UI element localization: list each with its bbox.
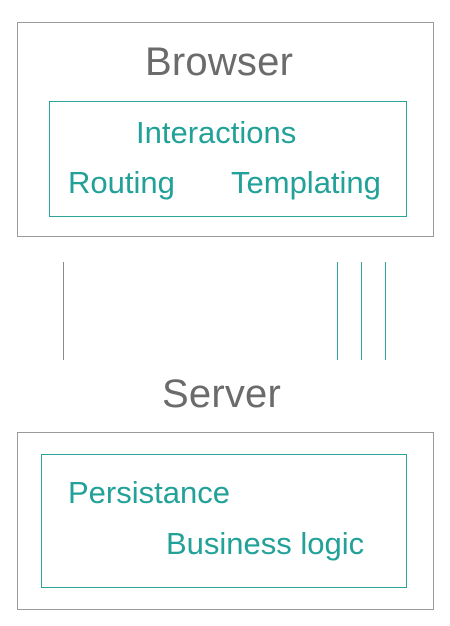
connector-line-gray xyxy=(63,262,64,360)
browser-title: Browser xyxy=(145,40,294,84)
interactions-label: Interactions xyxy=(136,115,297,150)
connector-line-teal-3 xyxy=(385,262,386,360)
server-title: Server xyxy=(162,372,282,416)
templating-label: Templating xyxy=(231,165,381,200)
connector-line-teal-1 xyxy=(337,262,338,360)
connector-line-teal-2 xyxy=(361,262,362,360)
business-logic-label: Business logic xyxy=(166,526,365,561)
persistance-label: Persistance xyxy=(68,475,230,510)
routing-label: Routing xyxy=(68,165,175,200)
server-inner-box xyxy=(41,454,407,588)
browser-inner-box xyxy=(49,101,407,217)
